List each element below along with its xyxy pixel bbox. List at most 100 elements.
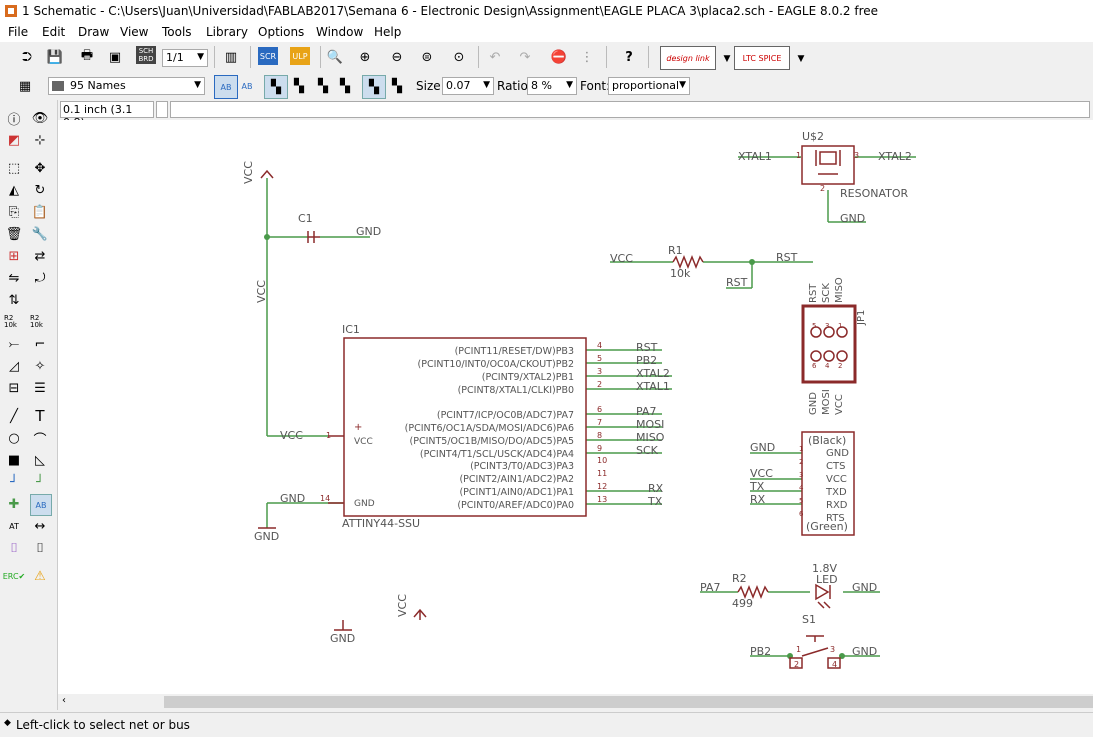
rotate-icon[interactable]: ↻ bbox=[34, 182, 46, 198]
copy-icon[interactable]: ⎘ bbox=[8, 204, 20, 220]
designlink-icon[interactable]: design link bbox=[660, 46, 716, 70]
command-line-input[interactable] bbox=[170, 101, 1090, 118]
menu-file[interactable]: File bbox=[8, 25, 29, 39]
move-icon[interactable]: ✥ bbox=[34, 160, 46, 176]
use-library-icon[interactable]: ▥ bbox=[224, 49, 238, 65]
module-icon[interactable]: ⌷ bbox=[36, 540, 44, 556]
name-icon[interactable]: R2 10k bbox=[4, 314, 17, 329]
menu-view[interactable]: View bbox=[120, 25, 149, 39]
line-icon[interactable]: ╱ bbox=[10, 408, 18, 424]
menu-options[interactable]: Options bbox=[258, 25, 305, 39]
ltspice-icon[interactable]: LTC SPICE bbox=[734, 46, 790, 70]
delete-icon[interactable]: 🗑 bbox=[5, 226, 23, 242]
arc-icon[interactable]: ⌒ bbox=[33, 432, 47, 448]
align-top-left-icon[interactable]: ▚ bbox=[264, 75, 288, 99]
command-history-button[interactable] bbox=[156, 101, 168, 118]
go-icon[interactable]: ⋮ bbox=[580, 49, 594, 65]
window-title: 1 Schematic - C:\Users\Juan\Universidad\… bbox=[22, 4, 879, 18]
layer-select[interactable]: 95 Names ▼ bbox=[48, 77, 205, 95]
replace-icon[interactable]: ⇄ bbox=[34, 248, 46, 264]
save-icon[interactable]: 💾 bbox=[46, 49, 64, 65]
menu-help[interactable]: Help bbox=[374, 25, 402, 39]
chevron-down-icon[interactable]: ▼ bbox=[797, 54, 805, 64]
pin-swap-icon[interactable]: ⇅ bbox=[8, 292, 20, 308]
align-bottom-right-icon[interactable]: ▚ bbox=[392, 78, 402, 94]
net-icon[interactable]: ┘ bbox=[36, 474, 44, 490]
menu-tools[interactable]: Tools bbox=[162, 25, 192, 39]
font-select[interactable]: proportional▼ bbox=[608, 77, 690, 95]
align-icon[interactable]: ☰ bbox=[34, 380, 46, 396]
paste-icon[interactable]: 📋 bbox=[31, 204, 49, 220]
gnd-c1-label: GND bbox=[356, 225, 381, 238]
split-icon[interactable]: ⤚ bbox=[8, 336, 20, 352]
net-label: MOSI bbox=[636, 418, 664, 431]
rst-net-label: RST bbox=[776, 251, 798, 264]
sheet-select[interactable]: 1/1▼ bbox=[162, 49, 208, 67]
attribute-text-icon[interactable]: AT bbox=[9, 521, 19, 531]
display-layers-icon[interactable]: ◩ bbox=[7, 132, 21, 148]
sch-brd-switch-icon[interactable]: SCH BRD bbox=[136, 46, 156, 64]
help-icon[interactable]: ? bbox=[625, 49, 633, 65]
menu-library[interactable]: Library bbox=[206, 25, 248, 39]
rectangle-icon[interactable]: ■ bbox=[7, 452, 21, 468]
align-center-icon[interactable]: ▚ bbox=[340, 78, 350, 94]
text-icon[interactable]: T bbox=[35, 407, 45, 425]
invoke-icon[interactable]: ⤾ bbox=[34, 270, 46, 286]
ratio-select[interactable]: 8 %▼ bbox=[527, 77, 577, 95]
stop-icon[interactable]: ⛔ bbox=[550, 49, 568, 65]
attribute-icon[interactable]: ⊟ bbox=[8, 380, 20, 396]
miter-icon[interactable]: ⌐ bbox=[34, 336, 46, 352]
chevron-down-icon[interactable]: ▼ bbox=[723, 54, 731, 64]
zoom-out-icon[interactable]: ⊖ bbox=[391, 49, 403, 65]
show-icon[interactable]: 👁 bbox=[31, 110, 49, 126]
gate-swap-icon[interactable]: ⇋ bbox=[8, 270, 20, 286]
smash-icon[interactable]: ✧ bbox=[34, 358, 46, 374]
bus-icon[interactable]: ┘ bbox=[10, 474, 18, 490]
redo-icon[interactable]: ↷ bbox=[519, 49, 531, 65]
menu-window[interactable]: Window bbox=[316, 25, 364, 39]
text-align-ab-alt-icon[interactable]: AB bbox=[241, 81, 253, 91]
dimension-icon[interactable]: ↔ bbox=[34, 518, 46, 534]
zoom-in-icon[interactable]: ⊕ bbox=[359, 49, 371, 65]
menu-draw[interactable]: Draw bbox=[78, 25, 110, 39]
cam-icon[interactable]: ▣ bbox=[108, 49, 122, 65]
circle-icon[interactable]: ○ bbox=[8, 430, 20, 446]
optimize-icon[interactable]: ◿ bbox=[9, 358, 19, 374]
mark-icon[interactable]: ⊹ bbox=[34, 132, 46, 148]
align-top-center-icon[interactable]: ▚ bbox=[294, 78, 304, 94]
zoom-select-icon[interactable]: ⊙ bbox=[453, 49, 465, 65]
text-align-ab-icon[interactable]: AB bbox=[214, 75, 238, 99]
junctions bbox=[264, 234, 845, 659]
change-wrench-icon[interactable]: 🔧 bbox=[31, 226, 49, 242]
scrollbar-thumb[interactable] bbox=[164, 696, 1093, 708]
zoom-fit-icon[interactable]: 🔍 bbox=[326, 49, 344, 65]
net-label: RX bbox=[648, 482, 664, 495]
grid-icon[interactable]: ▦ bbox=[18, 78, 32, 94]
erc-icon[interactable]: ERC✔ bbox=[2, 571, 26, 581]
menu-edit[interactable]: Edit bbox=[42, 25, 66, 39]
zoom-redraw-icon[interactable]: ⊜ bbox=[421, 49, 433, 65]
value-icon[interactable]: R2 10k bbox=[30, 314, 43, 329]
script-icon[interactable]: SCR bbox=[258, 47, 278, 65]
scroll-left-icon[interactable]: ‹ bbox=[62, 695, 66, 706]
ulp-icon[interactable]: ULP bbox=[290, 47, 310, 65]
mirror-icon[interactable]: ◭ bbox=[9, 182, 19, 198]
align-top-right-icon[interactable]: ▚ bbox=[318, 78, 328, 94]
net-label: PA7 bbox=[636, 405, 656, 418]
group-select-icon[interactable]: ⬚ bbox=[7, 160, 21, 176]
print-icon[interactable]: 🖶 bbox=[80, 48, 94, 63]
junction-icon[interactable]: ✚ bbox=[8, 496, 20, 512]
ic1-pin-label: (PCINT9/XTAL2)PB1 bbox=[482, 372, 574, 383]
open-icon[interactable]: ⮊ bbox=[22, 49, 32, 65]
label-icon[interactable]: AB bbox=[30, 494, 52, 516]
add-part-icon[interactable]: ⊞ bbox=[8, 248, 20, 264]
frame-icon[interactable]: ⌷ bbox=[10, 540, 18, 556]
align-bottom-left-icon[interactable]: ▚ bbox=[362, 75, 386, 99]
size-select[interactable]: 0.07▼ bbox=[442, 77, 494, 95]
schematic-canvas[interactable]: VCC VCC C1 GND VCC GND GND IC1 ATTINY44-… bbox=[58, 120, 1093, 694]
polygon-icon[interactable]: ◺ bbox=[35, 452, 45, 468]
undo-icon[interactable]: ↶ bbox=[489, 49, 501, 65]
info-icon[interactable]: ⓘ bbox=[7, 112, 21, 128]
horizontal-scrollbar[interactable]: ‹ bbox=[58, 694, 1093, 710]
warning-icon[interactable]: ⚠ bbox=[34, 568, 46, 584]
